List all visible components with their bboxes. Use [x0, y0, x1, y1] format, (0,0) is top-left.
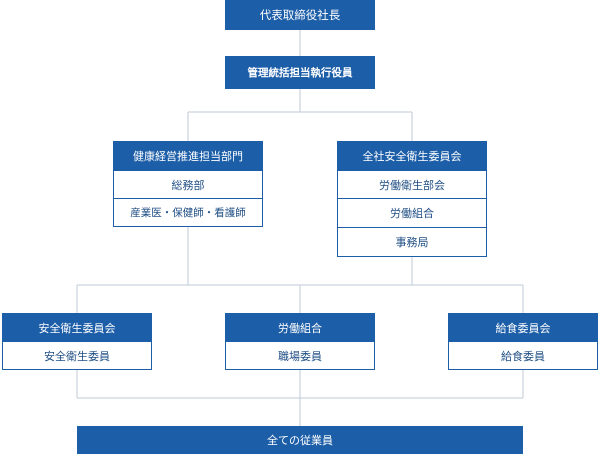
- ceo-box: 代表取締役社長: [225, 0, 375, 30]
- health-dept-title: 健康経営推進担当部門: [113, 141, 263, 171]
- company-committee-item-labor-health: 労働衛生部会: [337, 171, 487, 199]
- company-committee-item-secretariat: 事務局: [337, 228, 487, 257]
- company-committee-item-labor-union: 労働組合: [337, 199, 487, 228]
- meal-committee-title: 給食委員会: [448, 313, 598, 342]
- safety-committee-item-member: 安全衛生委員: [2, 342, 152, 370]
- health-dept-item-general-affairs: 総務部: [113, 171, 263, 199]
- company-committee-title: 全社安全衛生委員会: [337, 141, 487, 171]
- health-dept-item-medical-staff: 産業医・保健師・看護師: [113, 199, 263, 227]
- meal-committee-item-member: 給食委員: [448, 342, 598, 370]
- labor-union-title: 労働組合: [225, 313, 375, 342]
- exec-officer-box: 管理統括担当執行役員: [225, 56, 375, 89]
- all-employees-box: 全ての従業員: [77, 426, 523, 454]
- labor-union-item-workplace-member: 職場委員: [225, 342, 375, 370]
- safety-committee-title: 安全衛生委員会: [2, 313, 152, 342]
